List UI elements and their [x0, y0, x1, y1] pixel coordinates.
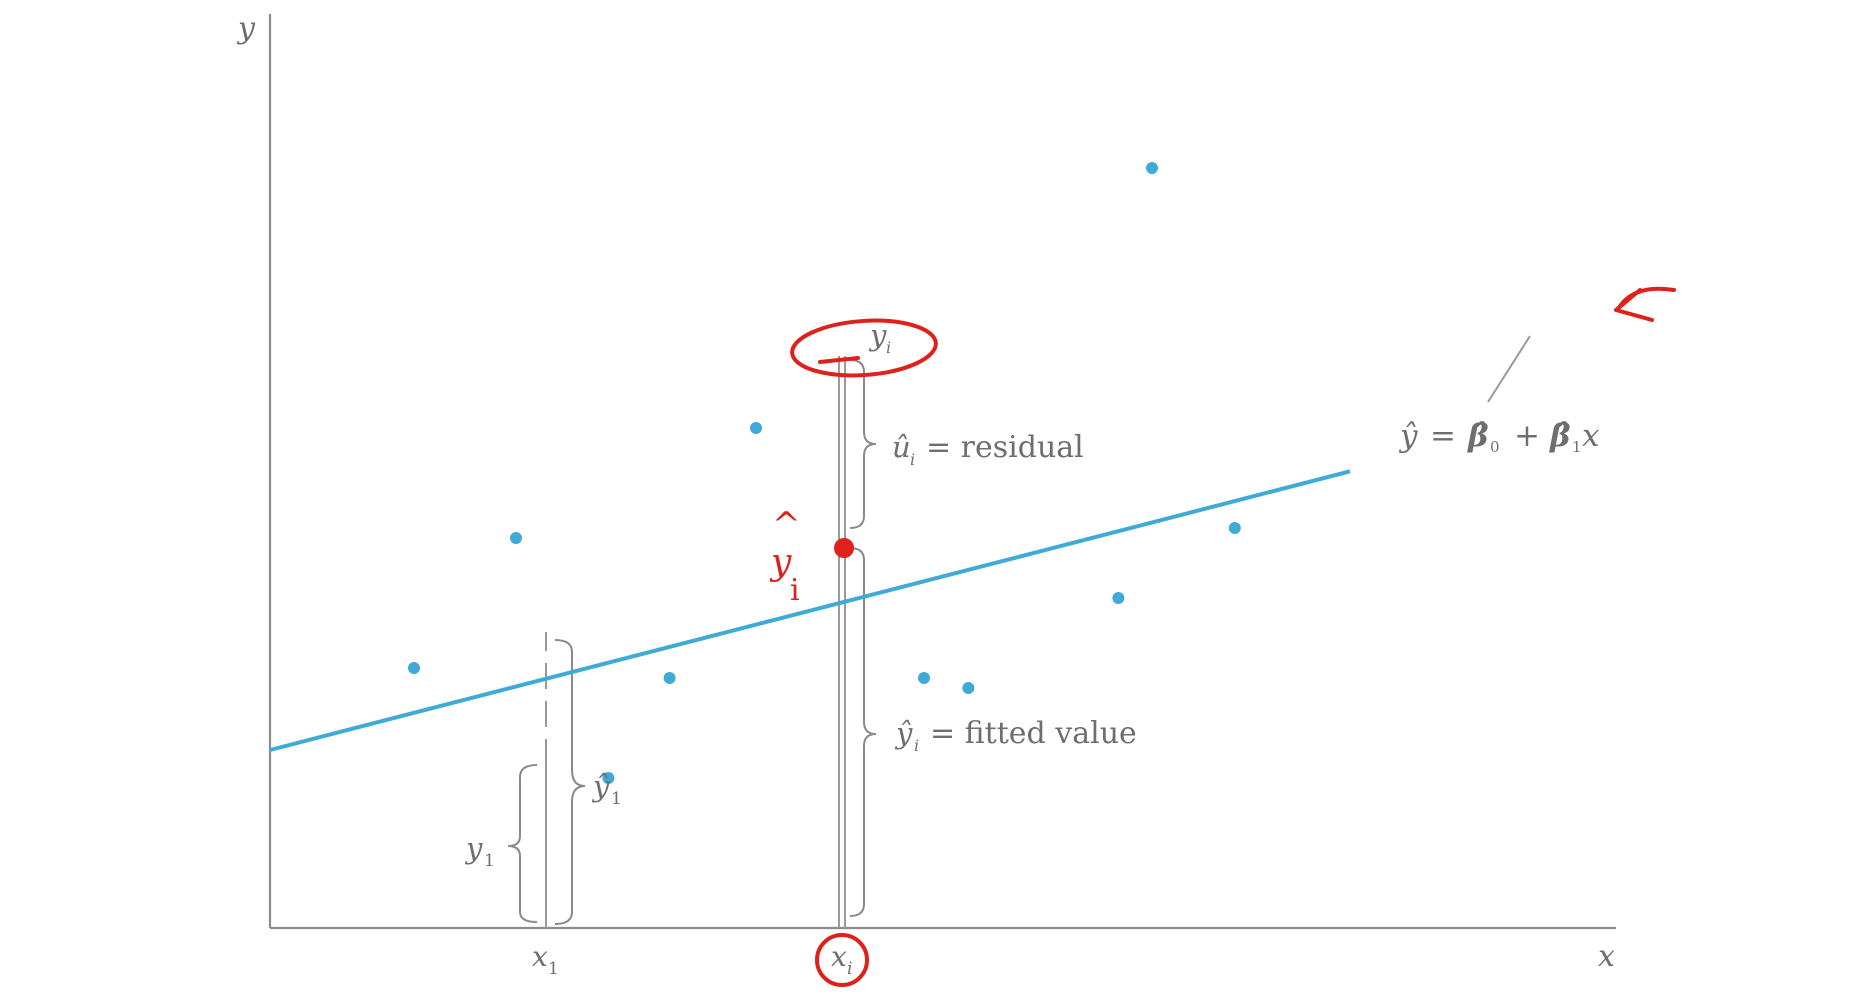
fitted-regression-line — [269, 469, 1351, 752]
regression-equation: ŷ = β̂ 0 + β̂ 1 x — [1398, 418, 1600, 456]
handwritten-circle-yi — [790, 318, 938, 378]
svg-text:y: y — [464, 831, 483, 865]
svg-text:= fitted value: = fitted value — [930, 716, 1137, 751]
svg-text:1: 1 — [1572, 438, 1582, 456]
y1-label: y 1 — [464, 831, 495, 871]
svg-text:0: 0 — [1490, 438, 1500, 456]
svg-text:x: x — [532, 940, 548, 973]
svg-text:i: i — [914, 736, 919, 755]
xi-tick-label: x i — [831, 940, 852, 979]
svg-text:x: x — [1582, 418, 1600, 454]
data-point — [510, 532, 522, 544]
data-point — [408, 662, 420, 674]
fitted-brace — [849, 547, 877, 917]
residual-brace — [849, 359, 877, 529]
data-point — [1146, 162, 1158, 174]
data-point — [1112, 592, 1125, 604]
handwritten-y-hat-i: ^ y i — [769, 505, 801, 608]
handwritten-circle-xi — [815, 933, 869, 987]
svg-text:ŷ: ŷ — [1398, 418, 1418, 454]
svg-text:β̂: β̂ — [1549, 418, 1571, 454]
svg-text:β̂: β̂ — [1467, 418, 1489, 454]
svg-text:y: y — [769, 542, 792, 583]
svg-text:=: = — [1430, 418, 1456, 454]
data-point — [918, 672, 930, 684]
data-point — [602, 772, 615, 784]
y1-brace — [507, 764, 538, 923]
svg-text:i: i — [910, 450, 915, 469]
y-axis-label: y — [236, 11, 256, 46]
data-point — [750, 422, 762, 434]
equation-leader-line — [1487, 335, 1531, 403]
svg-text:ŷ: ŷ — [894, 716, 913, 750]
fitted-value-label: ŷ i = fitted value — [894, 716, 1137, 755]
svg-text:y: y — [868, 318, 887, 352]
y1-hat-brace — [554, 639, 586, 925]
residual-label: û i = residual — [892, 430, 1084, 469]
x-axis-label: x — [1598, 939, 1615, 974]
x1-tick-label: x 1 — [532, 940, 559, 979]
handwritten-arrow-mark — [1614, 286, 1676, 322]
data-point — [962, 682, 975, 694]
data-point — [1228, 522, 1241, 534]
svg-text:x: x — [831, 940, 847, 973]
yi-label: y i — [868, 318, 891, 357]
svg-text:^: ^ — [772, 505, 801, 545]
handwritten-underline-yi — [818, 356, 860, 364]
data-point — [663, 672, 676, 684]
svg-text:û: û — [892, 430, 911, 464]
svg-text:= residual: = residual — [926, 430, 1084, 465]
svg-text:1: 1 — [611, 789, 622, 809]
svg-text:1: 1 — [484, 851, 495, 871]
svg-text:ŷ: ŷ — [591, 769, 610, 803]
svg-text:i: i — [790, 573, 800, 608]
svg-text:i: i — [886, 338, 891, 357]
svg-text:+: + — [1514, 418, 1540, 454]
svg-text:1: 1 — [548, 959, 559, 979]
handwritten-dot-fitted-point — [834, 538, 854, 558]
data-points — [408, 162, 1241, 784]
svg-text:i: i — [847, 959, 852, 979]
y1-hat-label: ŷ 1 — [591, 769, 622, 809]
